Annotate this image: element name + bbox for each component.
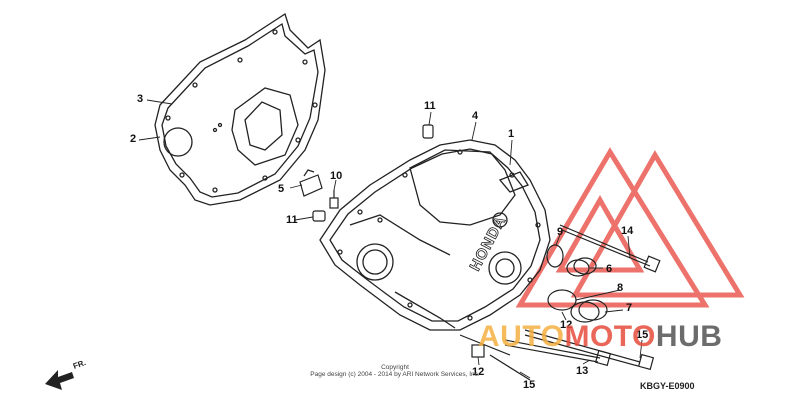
bolt-long-parts xyxy=(459,224,661,381)
watermark-part-moto: MOTO xyxy=(564,320,656,353)
callout-leader-lines xyxy=(138,99,643,379)
callout-11-bottom: 11 xyxy=(286,214,298,226)
callout-12-left: 12 xyxy=(472,366,485,378)
callout-15-right: 15 xyxy=(636,329,649,341)
callout-13: 13 xyxy=(576,365,589,377)
dowel-pin-part xyxy=(312,124,434,222)
gasket-part xyxy=(154,12,326,206)
copyright-line-2: Page design (c) 2004 - 2014 by ARI Netwo… xyxy=(310,371,480,379)
callout-2: 2 xyxy=(130,133,137,145)
callout-6: 6 xyxy=(606,263,613,275)
honda-logo-on-cover: HONDA xyxy=(467,213,510,274)
o-ring-9-part xyxy=(546,244,564,268)
cap-7-part xyxy=(570,299,608,323)
callout-10: 10 xyxy=(330,170,343,182)
bolt-10-part xyxy=(329,190,339,209)
diagram-code: KBGY-E0900 xyxy=(640,381,695,391)
clamp-part xyxy=(299,169,323,197)
watermark-wordmark: AUTOMOTOHUB xyxy=(478,320,722,354)
watermark-part-hub: HUB xyxy=(655,320,723,353)
callout-5: 5 xyxy=(278,183,285,195)
callout-14: 14 xyxy=(621,225,634,237)
callout-11-top: 11 xyxy=(424,100,436,112)
front-direction-arrow-icon xyxy=(45,370,74,390)
callout-1: 1 xyxy=(508,128,515,140)
copyright-line-1: Copyright xyxy=(381,364,409,371)
callout-15-bottom: 15 xyxy=(523,379,536,391)
callout-9: 9 xyxy=(557,226,564,238)
callout-4: 4 xyxy=(472,110,479,122)
watermark-part-auto: AUTO xyxy=(478,320,565,353)
callout-3: 3 xyxy=(137,93,144,105)
callout-12-right: 12 xyxy=(560,319,573,331)
callout-8: 8 xyxy=(617,282,624,294)
cap-6-part xyxy=(566,257,597,277)
crankcase-cover-part xyxy=(319,139,551,331)
watermark-logo-triangles xyxy=(515,147,745,308)
callout-7: 7 xyxy=(626,302,633,314)
copyright-block: Copyright Page design (c) 2004 - 2014 by… xyxy=(300,364,490,378)
